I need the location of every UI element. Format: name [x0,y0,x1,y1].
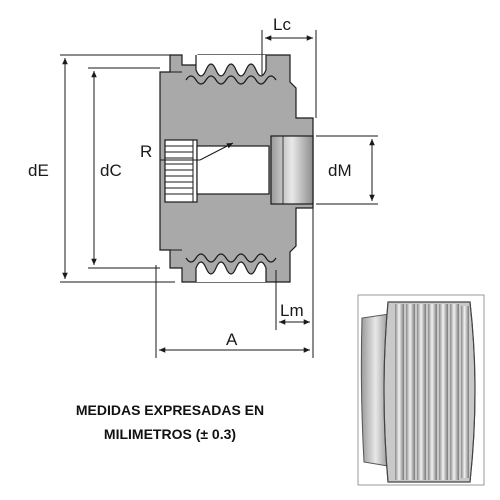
pulley-photo [357,294,485,486]
label-Lc: Lc [273,15,291,34]
top-rib-wave [185,75,277,85]
label-dM: dM [328,161,352,180]
pulley-section [159,54,314,283]
units-note-line2: MILIMETROS (± 0.3) [103,426,237,442]
photo-frame [357,294,485,486]
label-dC: dC [100,161,122,180]
label-Lm: Lm [280,301,304,320]
bottom-rib-wave [185,253,277,263]
label-dE: dE [28,161,49,180]
photo-ribs [395,304,469,480]
bottom-rib-grooves [195,261,267,282]
hub-sleeve [270,135,314,205]
top-rib-grooves [195,55,267,77]
spline-teeth [165,140,194,202]
dimension-lines [60,30,378,358]
photo-hub [360,313,391,467]
units-note-line1: MEDIDAS EXPRESADAS EN [75,402,265,418]
label-R: R [140,142,152,161]
units-note: MEDIDAS EXPRESADAS EN MILIMETROS (± 0.3) [40,398,300,446]
inner-bore [196,145,270,195]
spline-bore [164,139,198,203]
label-A: A [226,330,238,349]
